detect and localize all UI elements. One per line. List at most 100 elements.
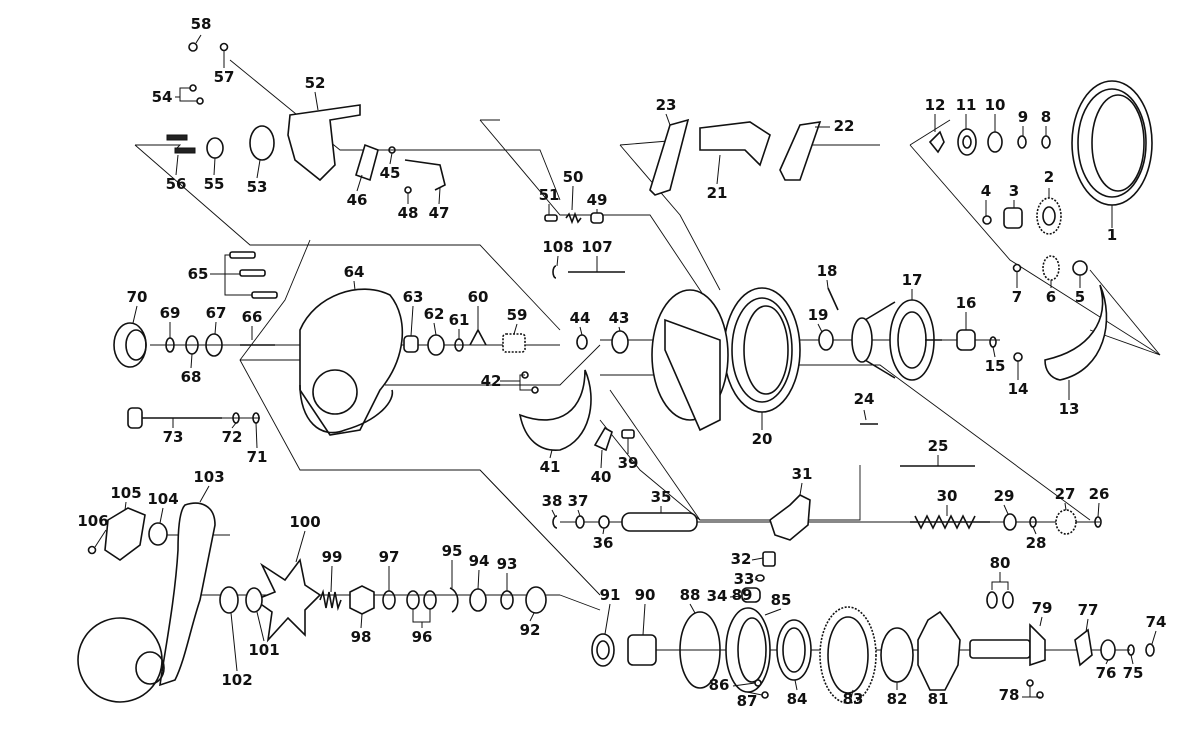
part-91-bearing	[591, 633, 615, 667]
part-label-75: 75	[1123, 664, 1144, 682]
part-label-80: 80	[990, 554, 1011, 572]
part-29-bushing	[1003, 513, 1017, 531]
part-41-arc-plate	[518, 369, 592, 451]
part-11-bearing	[957, 128, 977, 156]
part-50-spring	[565, 211, 582, 225]
part-105-retainer	[104, 507, 146, 561]
part-43-bearing	[611, 330, 629, 354]
part-label-43: 43	[609, 309, 630, 327]
part-label-27: 27	[1055, 485, 1076, 503]
part-label-19: 19	[808, 306, 829, 324]
part-label-35: 35	[651, 488, 672, 506]
part-label-17: 17	[902, 271, 923, 289]
part-label-24: 24	[854, 390, 875, 408]
part-90-sleeve	[627, 634, 657, 666]
part-label-87: 87	[737, 692, 758, 710]
part-label-102: 102	[221, 671, 252, 689]
part-label-104: 104	[147, 490, 178, 508]
part-85-drag-plate	[725, 607, 771, 693]
part-73-bolt	[127, 407, 222, 429]
part-6-gear	[1042, 255, 1060, 281]
part-label-66: 66	[242, 308, 263, 326]
part-55-knob	[206, 137, 224, 159]
part-label-106: 106	[77, 512, 108, 530]
part-label-10: 10	[985, 96, 1006, 114]
part-label-98: 98	[351, 628, 372, 646]
part-34-cap	[741, 587, 761, 603]
part-label-25: 25	[928, 437, 949, 455]
part-label-55: 55	[204, 175, 225, 193]
part-59-pinion	[502, 333, 526, 353]
part-108-clip	[552, 265, 557, 279]
part-label-108: 108	[542, 238, 573, 256]
part-31-line-guide	[769, 494, 811, 541]
part-7-screw	[1012, 263, 1022, 273]
part-label-39: 39	[618, 454, 639, 472]
part-label-63: 63	[403, 288, 424, 306]
part-label-36: 36	[593, 534, 614, 552]
part-label-83: 83	[843, 690, 864, 708]
part-label-73: 73	[163, 428, 184, 446]
part-74-cap	[1145, 643, 1155, 657]
part-32-pawl-post	[762, 551, 776, 567]
part-label-70: 70	[127, 288, 148, 306]
part-label-94: 94	[469, 552, 490, 570]
part-36-bushing	[598, 515, 610, 529]
part-46-lever	[355, 143, 379, 182]
part-47-spring	[404, 159, 446, 191]
part-label-29: 29	[994, 487, 1015, 505]
part-86-pin	[754, 679, 762, 687]
part-label-82: 82	[887, 690, 908, 708]
part-60-spring	[469, 328, 487, 346]
part-95-spring	[449, 587, 459, 613]
part-56-springs	[166, 134, 196, 154]
part-label-60: 60	[468, 288, 489, 306]
part-label-58: 58	[191, 15, 212, 33]
part-10-bearing	[987, 131, 1003, 153]
part-97-washer	[382, 590, 396, 610]
part-label-41: 41	[540, 458, 561, 476]
part-22-plate	[779, 121, 822, 181]
part-13-arc-plate	[1044, 284, 1108, 381]
part-83-main-gear	[819, 606, 877, 704]
part-4-screw	[982, 215, 992, 225]
part-12-clip	[928, 130, 945, 154]
part-label-48: 48	[398, 204, 419, 222]
part-label-32: 32	[731, 550, 752, 568]
part-94-collar	[469, 588, 487, 612]
part-label-61: 61	[449, 311, 470, 329]
part-number-labels: 1234567891011121314151617181920212223242…	[77, 15, 1166, 710]
part-57-washer	[219, 42, 229, 52]
part-label-97: 97	[379, 548, 400, 566]
part-15-washer	[989, 336, 997, 348]
part-67-oring	[205, 333, 223, 357]
part-label-49: 49	[587, 191, 608, 209]
part-label-101: 101	[248, 641, 279, 659]
part-8-washer	[1041, 135, 1051, 149]
part-106-screw	[87, 545, 97, 555]
part-label-23: 23	[656, 96, 677, 114]
part-label-52: 52	[305, 74, 326, 92]
part-70-cap	[113, 322, 147, 368]
part-label-105: 105	[110, 484, 141, 502]
part-label-46: 46	[347, 191, 368, 209]
part-101-washer	[245, 587, 263, 613]
part-53-plate	[249, 125, 275, 161]
part-81-ratchet	[917, 610, 961, 691]
part-label-91: 91	[600, 586, 621, 604]
part-label-45: 45	[380, 164, 401, 182]
part-label-51: 51	[539, 186, 560, 204]
part-label-89: 89	[732, 586, 753, 604]
main-frame-left	[651, 289, 729, 432]
part-label-72: 72	[222, 428, 243, 446]
part-80-washers	[986, 591, 1014, 609]
part-52-bracket	[287, 104, 361, 182]
part-2-gear	[1036, 197, 1062, 235]
part-label-42: 42	[481, 372, 502, 390]
part-label-22: 22	[834, 117, 855, 135]
part-label-84: 84	[787, 690, 808, 708]
part-30-worm-shaft	[910, 514, 990, 530]
part-20-frame	[723, 287, 801, 413]
part-17-spool	[851, 299, 942, 381]
